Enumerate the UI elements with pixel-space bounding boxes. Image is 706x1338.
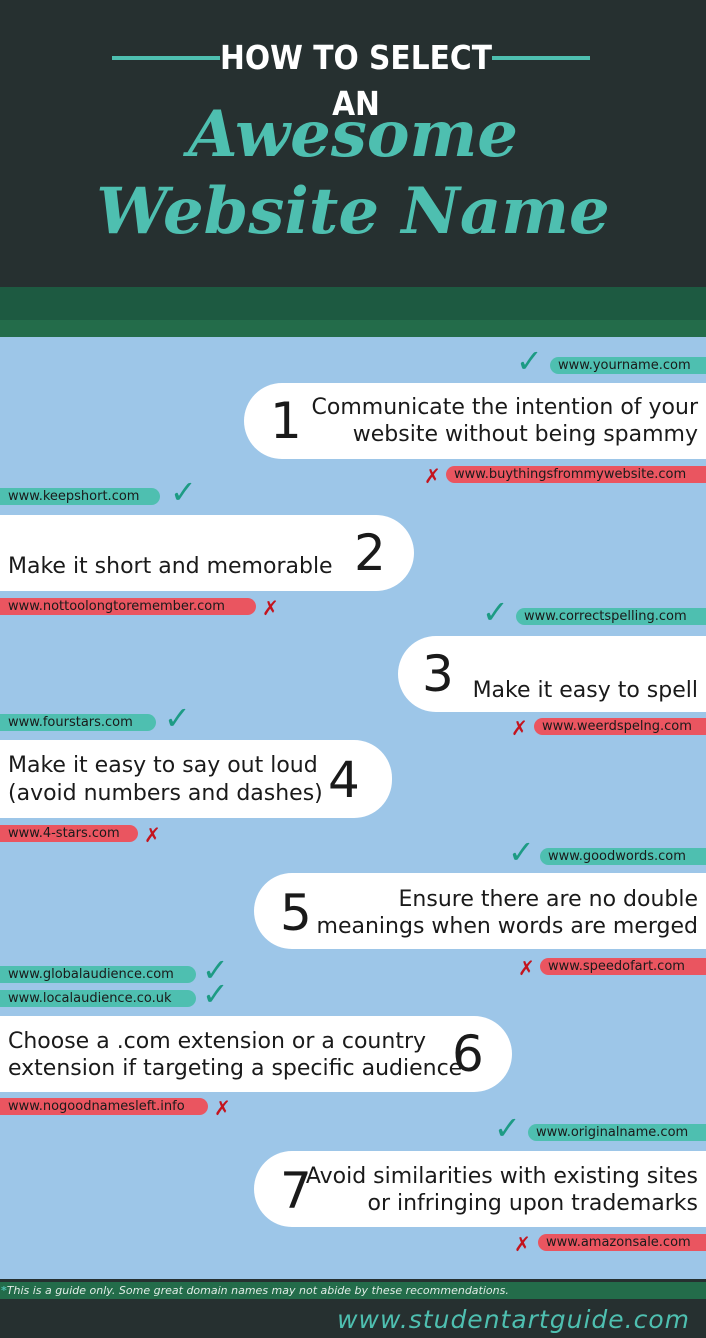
bad-example-tag: www.nottoolongtoremember.com: [0, 598, 256, 615]
check-icon: ✓: [170, 473, 197, 511]
bad-example-tag: www.nogoodnamesleft.info: [0, 1098, 208, 1115]
check-icon: ✓: [494, 1109, 521, 1147]
cross-icon: ✗: [424, 464, 441, 488]
good-example-tag: www.correctspelling.com: [516, 608, 706, 625]
header: [0, 0, 706, 287]
cross-icon: ✗: [518, 956, 535, 980]
cross-icon: ✗: [214, 1096, 231, 1120]
disclaimer-text: This is a guide only. Some great domain …: [6, 1284, 509, 1297]
script-title-line2: Website Name: [96, 174, 610, 249]
title-rule-left: [112, 56, 220, 60]
bad-example-tag: www.weerdspelng.com: [534, 718, 706, 735]
header-band-light: [0, 320, 706, 337]
good-example-tag: www.yourname.com: [550, 357, 706, 374]
tip-text-line1: Make it short and memorable: [8, 554, 333, 579]
site-url[interactable]: www.studentartguide.com: [337, 1305, 690, 1334]
cross-icon: ✗: [514, 1232, 531, 1256]
header-band-dark: [0, 287, 706, 320]
tip-text-line1: Make it easy to say out loud: [8, 753, 318, 778]
good-example-tag: www.globalaudience.com: [0, 966, 196, 983]
tip-card-4: Make it easy to say out loud (avoid numb…: [0, 740, 392, 818]
tip-text-line1: Make it easy to spell: [472, 678, 698, 703]
good-example-tag: www.originalname.com: [528, 1124, 706, 1141]
note-asterisk: *: [1, 1284, 7, 1297]
tip-text-line2: or infringing upon trademarks: [367, 1191, 699, 1216]
cross-icon: ✗: [262, 596, 279, 620]
top-title: HOW TO SELECT AN: [220, 38, 492, 123]
bad-example-tag: www.buythingsfrommywebsite.com: [446, 466, 706, 483]
check-icon: ✓: [482, 593, 509, 631]
good-example-tag: www.fourstars.com: [0, 714, 156, 731]
disclaimer-note: *This is a guide only. Some great domain…: [0, 1282, 706, 1299]
tip-text-line1: Communicate the intention of your: [311, 395, 698, 420]
check-icon: ✓: [516, 342, 543, 380]
script-title-line1: Awesome: [187, 97, 519, 172]
tip-card-5: 5 Ensure there are no double meanings wh…: [254, 873, 706, 949]
tip-text-line2: extension if targeting a specific audien…: [8, 1056, 463, 1081]
tip-text-line2: website without being spammy: [352, 422, 698, 447]
tip-card-1: 1 Communicate the intention of your webs…: [244, 383, 706, 459]
tip-number: 7: [280, 1162, 312, 1220]
cross-icon: ✗: [511, 716, 528, 740]
good-example-tag: www.keepshort.com: [0, 488, 160, 505]
bad-example-tag: www.amazonsale.com: [538, 1234, 706, 1251]
check-icon: ✓: [508, 833, 535, 871]
tip-text-line1: Ensure there are no double: [398, 887, 698, 912]
tip-card-2: Make it short and memorable 2: [0, 515, 414, 591]
tip-number: 6: [452, 1025, 484, 1083]
tip-number: 4: [328, 751, 360, 809]
tip-number: 1: [270, 392, 302, 450]
good-example-tag: www.goodwords.com: [540, 848, 706, 865]
tip-number: 3: [422, 645, 454, 703]
cross-icon: ✗: [144, 823, 161, 847]
tip-text-line2: meanings when words are merged: [316, 914, 698, 939]
tip-number: 5: [280, 884, 312, 942]
check-icon: ✓: [202, 975, 229, 1013]
bad-example-tag: www.speedofart.com: [540, 958, 706, 975]
tip-text-line1: Avoid similarities with existing sites: [305, 1164, 698, 1189]
check-icon: ✓: [164, 699, 191, 737]
check-icon: ✓: [202, 951, 229, 989]
tip-card-3: 3 Make it easy to spell: [398, 636, 706, 712]
good-example-tag: www.localaudience.co.uk: [0, 990, 196, 1007]
bad-example-tag: www.4-stars.com: [0, 825, 138, 842]
title-rule-right: [492, 56, 590, 60]
tip-number: 2: [354, 524, 386, 582]
tip-card-6: Choose a .com extension or a country ext…: [0, 1016, 512, 1092]
tip-text-line2: (avoid numbers and dashes): [8, 781, 323, 806]
tip-text-line1: Choose a .com extension or a country: [8, 1029, 427, 1054]
tip-card-7: 7 Avoid similarities with existing sites…: [254, 1151, 706, 1227]
